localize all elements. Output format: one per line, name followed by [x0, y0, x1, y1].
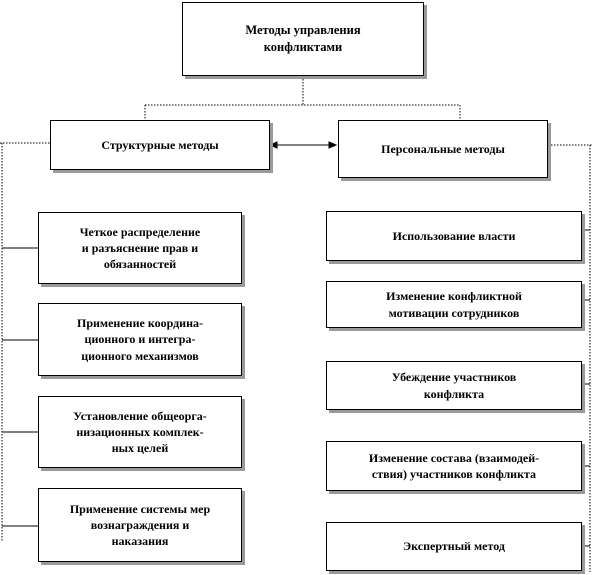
personal-methods-node: Персональные методы — [338, 120, 548, 178]
arrowhead-right — [328, 141, 338, 149]
structural-item-label: Четкое распределение и разъяснение прав … — [79, 224, 201, 272]
structural-item-label: Установление общеорга- низационных компл… — [73, 408, 207, 456]
structural-item-1: Четкое распределение и разъяснение прав … — [38, 212, 242, 284]
personal-item-2: Изменение конфликтной мотивации сотрудни… — [326, 281, 582, 328]
structural-item-4: Применение системы мер вознаграждения и … — [38, 488, 242, 562]
personal-item-label: Использование власти — [392, 228, 516, 243]
personal-item-4: Изменение состава (взаимодей- ствия) уча… — [326, 441, 582, 491]
arrowhead-left — [268, 141, 278, 149]
root-label: Методы управления конфликтами — [245, 23, 361, 54]
personal-item-label: Экспертный метод — [403, 539, 505, 554]
personal-item-3: Убеждение участников конфликта — [326, 361, 582, 410]
structural-item-3: Установление общеорга- низационных компл… — [38, 396, 242, 468]
structural-item-2: Применение координа- ционного и интегра-… — [38, 303, 242, 376]
personal-item-5: Экспертный метод — [326, 522, 582, 571]
structural-methods-node: Структурные методы — [50, 120, 270, 170]
structural-item-label: Применение координа- ционного и интегра-… — [77, 316, 203, 363]
personal-item-label: Изменение состава (взаимодей- ствия) уча… — [368, 450, 540, 481]
root-node: Методы управления конфликтами — [182, 2, 424, 76]
personal-item-label: Изменение конфликтной мотивации сотрудни… — [386, 289, 522, 320]
personal-item-label: Убеждение участников конфликта — [391, 370, 517, 401]
personal-methods-label: Персональные методы — [381, 141, 505, 156]
structural-methods-label: Структурные методы — [101, 137, 219, 152]
personal-item-1: Использование власти — [326, 211, 582, 261]
structural-item-label: Применение системы мер вознаграждения и … — [69, 501, 211, 549]
